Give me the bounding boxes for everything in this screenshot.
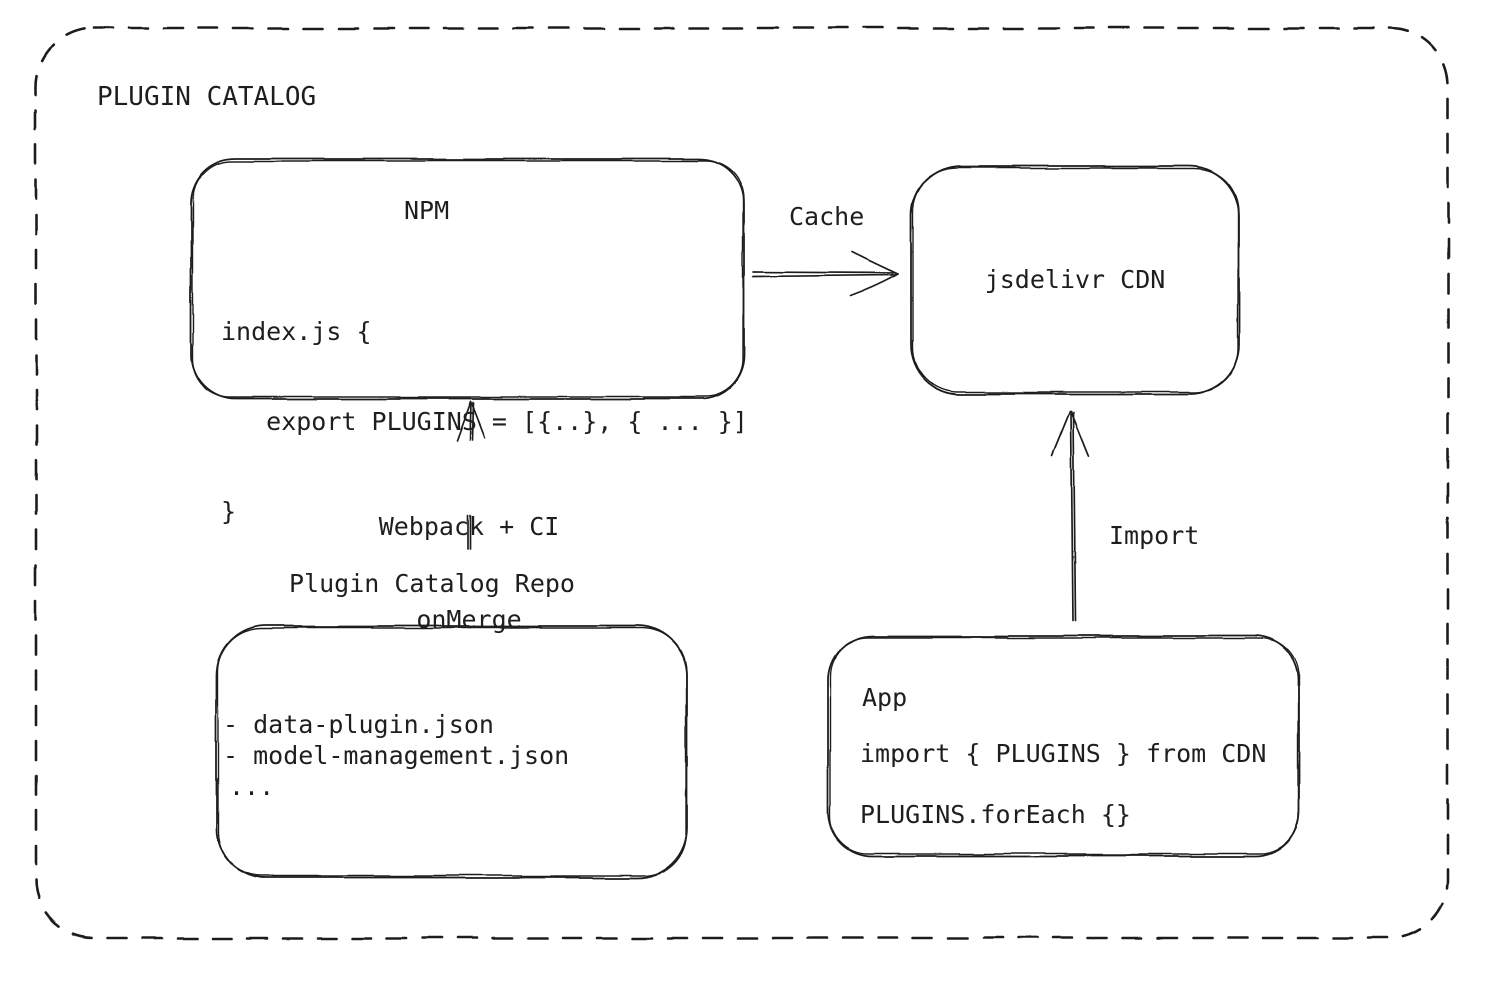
cdn-box-outline-2 <box>912 167 1239 393</box>
app-box-outline <box>827 635 1300 857</box>
cdn-node-label: jsdelivr CDN <box>984 265 1166 294</box>
npm-box-outline-2 <box>192 160 744 398</box>
app-node-title: App <box>862 683 908 712</box>
webpack-edge-label-line-1: Webpack + CI <box>378 512 560 541</box>
diagram-title: PLUGIN CATALOG <box>97 82 317 112</box>
catalog-boundary <box>34 26 1450 940</box>
repo-list-item-1: - data-plugin.json <box>223 710 494 739</box>
npm-code-block: index.js { export PLUGINS = [{..}, { ...… <box>221 257 748 587</box>
npm-node-title: NPM <box>404 196 450 225</box>
app-box-outline-2 <box>829 637 1299 855</box>
npm-code-line-1: index.js { <box>221 317 372 346</box>
cache-arrow <box>752 251 899 297</box>
repo-box-outline-2 <box>217 627 687 877</box>
repo-box-outline <box>215 625 688 879</box>
repo-node-title: Plugin Catalog Repo <box>289 569 575 598</box>
webpack-edge-label-line-2: onMerge <box>416 605 522 634</box>
cdn-box-outline <box>910 165 1240 395</box>
npm-code-line-3: } <box>221 497 237 526</box>
app-code-line-1: import { PLUGINS } from CDN <box>860 739 1267 768</box>
npm-code-line-2: export PLUGINS = [{..}, { ... }] <box>221 407 748 436</box>
npm-box-outline <box>190 158 745 400</box>
webpack-arrow <box>455 401 485 550</box>
repo-list-item-2: - model-management.json <box>223 741 570 770</box>
repo-list-item-3: ... <box>229 772 275 801</box>
import-edge-label: Import <box>1109 521 1200 550</box>
cache-edge-label: Cache <box>789 202 865 231</box>
import-arrow <box>1051 411 1090 622</box>
app-code-line-2: PLUGINS.forEach {} <box>860 800 1131 829</box>
webpack-edge-label: Webpack + CI onMerge <box>349 449 589 697</box>
